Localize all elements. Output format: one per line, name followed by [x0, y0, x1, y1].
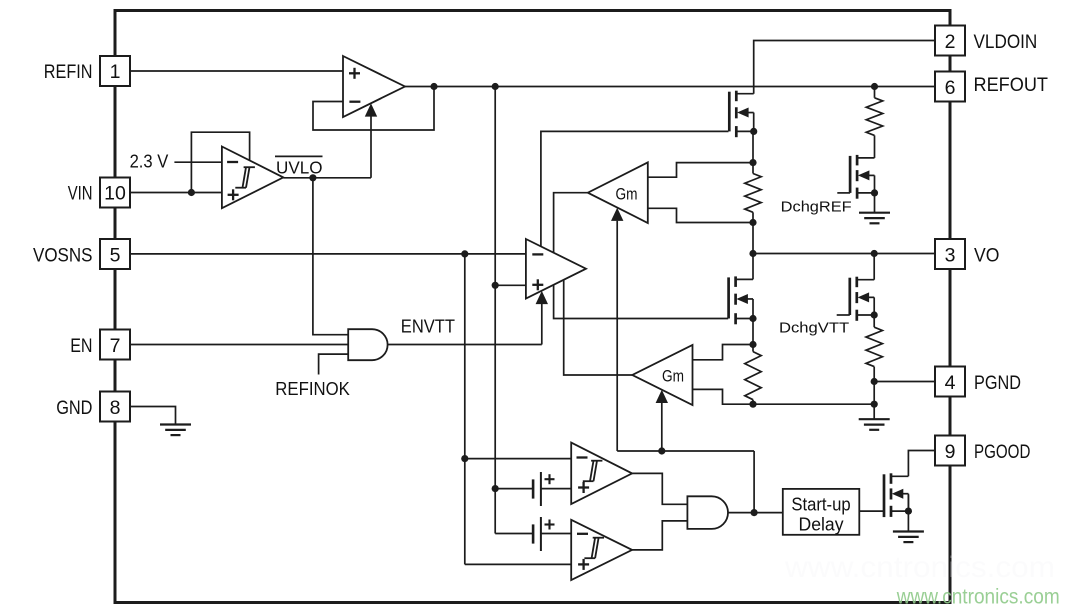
- svg-text:10: 10: [104, 182, 126, 204]
- svg-text:Gm: Gm: [662, 367, 684, 385]
- svg-text:7: 7: [110, 335, 121, 357]
- svg-text:2.3 V: 2.3 V: [130, 152, 169, 172]
- svg-text:UVLO: UVLO: [276, 158, 323, 178]
- svg-text:REFIN: REFIN: [44, 61, 93, 83]
- svg-text:3: 3: [945, 244, 956, 266]
- svg-text:2: 2: [945, 31, 956, 53]
- svg-text:5: 5: [110, 244, 121, 266]
- svg-text:Gm: Gm: [616, 185, 638, 203]
- svg-text:REFOUT: REFOUT: [974, 74, 1049, 96]
- svg-text:9: 9: [945, 441, 956, 463]
- svg-text:www.cntronics.com: www.cntronics.com: [784, 551, 1055, 584]
- svg-text:VIN: VIN: [68, 182, 93, 204]
- svg-text:REFINOK: REFINOK: [275, 379, 350, 399]
- svg-text:VLDOIN: VLDOIN: [974, 31, 1038, 53]
- svg-text:DchgVTT: DchgVTT: [779, 319, 849, 336]
- svg-text:6: 6: [945, 77, 956, 99]
- svg-text:ENVTT: ENVTT: [401, 317, 455, 337]
- svg-text:Delay: Delay: [799, 515, 844, 535]
- svg-text:8: 8: [110, 397, 121, 419]
- svg-text:Start-up: Start-up: [791, 494, 850, 514]
- svg-text:EN: EN: [70, 335, 92, 357]
- svg-text:PGND: PGND: [974, 372, 1021, 394]
- svg-text:1: 1: [110, 61, 121, 83]
- svg-text:GND: GND: [56, 397, 92, 419]
- svg-text:4: 4: [945, 372, 956, 394]
- svg-text:PGOOD: PGOOD: [974, 441, 1030, 463]
- svg-text:DchgREF: DchgREF: [781, 199, 852, 216]
- svg-text:VOSNS: VOSNS: [33, 244, 93, 266]
- svg-text:www.cntronics.com: www.cntronics.com: [896, 585, 1060, 609]
- svg-text:VO: VO: [974, 244, 999, 266]
